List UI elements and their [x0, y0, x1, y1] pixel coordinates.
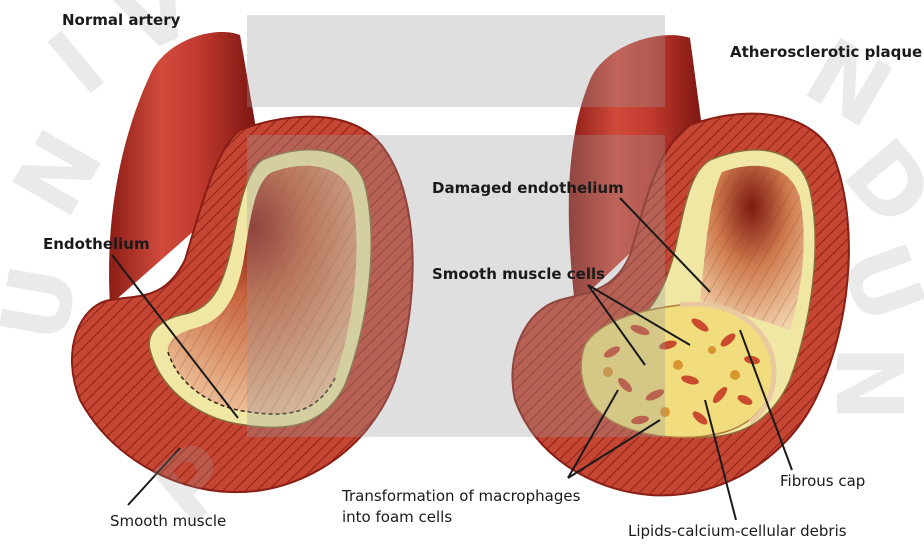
lipids-debris-label: Lipids-calcium-cellular debris	[628, 522, 847, 540]
normal-artery-title: Normal artery	[62, 11, 180, 29]
foam-cell	[708, 346, 716, 354]
overlay-panel-top	[247, 15, 665, 107]
smooth-muscle-cells-label: Smooth muscle cells	[432, 265, 605, 283]
damaged-endothelium-label: Damaged endothelium	[432, 179, 624, 197]
watermark-letter: N	[815, 345, 922, 422]
foam-cell	[730, 370, 740, 380]
atherosclerotic-plaque-title: Atherosclerotic plaque	[730, 43, 922, 61]
endothelium-label: Endothelium	[43, 235, 150, 253]
transformation-label: Transformation of macrophages into foam …	[342, 486, 580, 528]
foam-cell	[673, 360, 683, 370]
overlay-panels	[247, 15, 665, 437]
smooth-muscle-label: Smooth muscle	[110, 512, 226, 530]
fibrous-cap-label: Fibrous cap	[780, 472, 865, 490]
